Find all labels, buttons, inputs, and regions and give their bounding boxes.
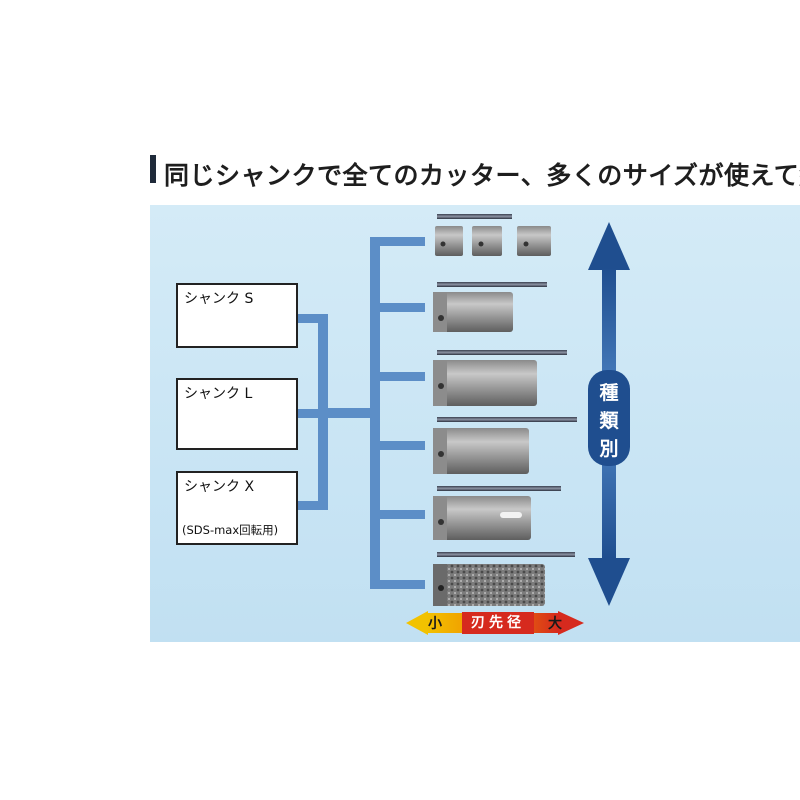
connector-row-3: [370, 372, 425, 381]
core-bit-body: [433, 428, 529, 474]
core-bit-body: [433, 496, 531, 540]
headline-bar: [150, 155, 156, 183]
pilot-drill: [437, 417, 577, 422]
type-axis-arrow: [588, 222, 630, 606]
headline: 同じシャンクで全てのカッター、多くのサイズが使えて経済的。: [150, 148, 800, 190]
pilot-drill: [437, 552, 575, 557]
shank-s-box: シャンク S: [176, 283, 298, 348]
connector-middle: [318, 408, 378, 418]
cutter-row-1: [435, 214, 551, 256]
short-cutter: [472, 226, 502, 256]
connector-lines: [297, 237, 425, 589]
short-cutter: [435, 226, 463, 256]
shank-x-note: (SDS-max回転用): [182, 523, 279, 537]
pilot-drill: [437, 282, 547, 287]
diameter-large-label: 大: [548, 616, 562, 632]
connector-main-trunk: [370, 238, 380, 588]
connector-shank-l: [297, 409, 327, 418]
connector-row-5: [370, 510, 425, 519]
diameter-small-label: 小: [428, 616, 442, 632]
pilot-drill: [437, 486, 561, 491]
pilot-drill: [437, 214, 512, 219]
cutter-row-2: [433, 282, 547, 332]
cutter-row-5: [433, 486, 561, 540]
connector-row-6: [370, 580, 425, 589]
connector-row-1: [370, 237, 425, 246]
headline-text: 同じシャンクで全てのカッター、多くのサイズが使えて経済的。: [164, 161, 800, 190]
shank-l-box: シャンク L: [176, 378, 298, 450]
type-axis-label: 種 類 別: [588, 370, 630, 466]
connector-row-2: [370, 303, 425, 312]
diamond-core-bit-body: [433, 564, 545, 606]
short-cutter: [517, 226, 551, 256]
pilot-drill: [437, 350, 567, 355]
cutter-row-4: [433, 417, 577, 474]
shank-x-box: シャンク X (SDS-max回転用): [176, 471, 298, 545]
diameter-axis-label: 刃先径: [462, 612, 534, 634]
cutter-row-3: [433, 350, 567, 406]
connector-row-4: [370, 441, 425, 450]
cutter-row-6: [433, 552, 575, 606]
type-axis-char: 別: [599, 438, 619, 460]
type-axis-char: 種: [599, 382, 619, 404]
shank-s-label: シャンク S: [184, 291, 254, 307]
connector-shank-s: [297, 314, 327, 323]
shank-x-label: シャンク X: [184, 479, 255, 495]
connector-shank-x: [297, 501, 327, 510]
core-bit-body: [433, 360, 537, 406]
shank-l-label: シャンク L: [184, 386, 253, 402]
type-axis-char: 類: [599, 410, 619, 432]
core-bit-body: [433, 292, 513, 332]
